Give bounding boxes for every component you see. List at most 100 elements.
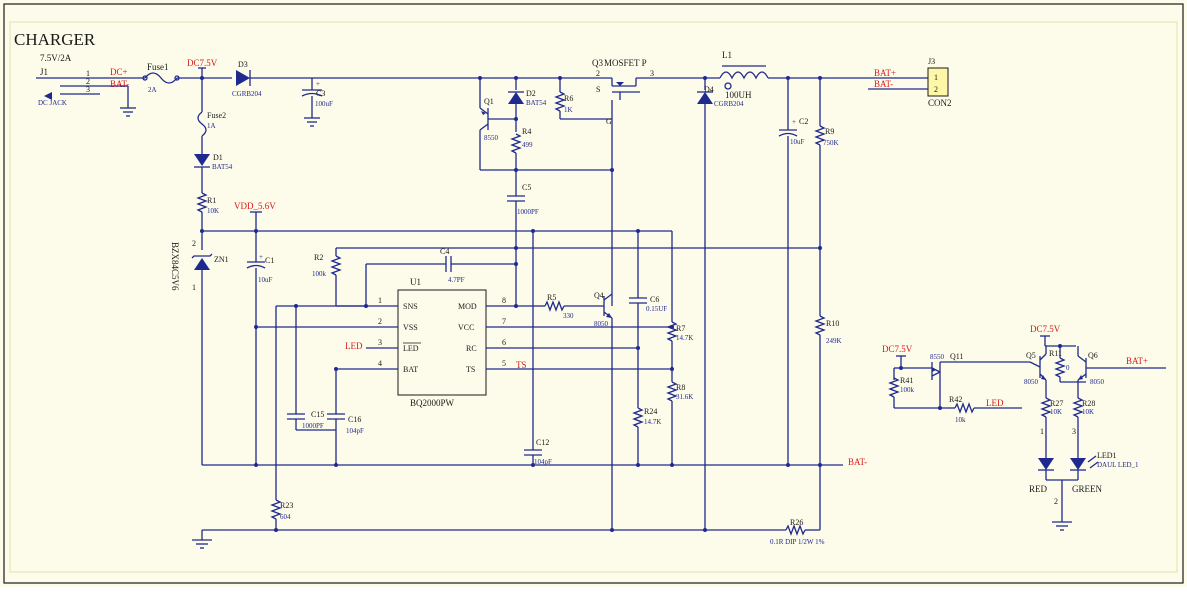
- d1-ref: D1: [213, 153, 223, 162]
- resistor-r6: R6 1K: [554, 91, 573, 114]
- inductor-l1: L1 100UH: [719, 50, 769, 100]
- u1-pin2: 2: [378, 317, 382, 326]
- c4-ref: C4: [440, 247, 449, 256]
- c16-ref: C16: [348, 415, 361, 424]
- r27-value: 10K: [1050, 408, 1062, 416]
- dual-led-led1: LED1 DAUL LED_1 RED GREEN: [1029, 451, 1139, 494]
- resistor-r8: R8 31.6K: [666, 381, 693, 402]
- capacitor-c6: C6 0.15UF: [629, 295, 667, 313]
- transistor-q6: Q6 8050: [1077, 346, 1105, 386]
- c2-value: 10uF: [790, 138, 805, 146]
- resistor-r7: R7 14.7K: [666, 321, 693, 342]
- capacitor-c15: C15 1000PF: [287, 410, 324, 430]
- fuse2-ref: Fuse2: [207, 111, 226, 120]
- r26-ref: R26: [790, 518, 803, 527]
- u1-pin-vss: VSS: [403, 323, 418, 332]
- net-dc75-main: DC7.5V: [187, 58, 218, 68]
- u1-pin6: 6: [502, 338, 506, 347]
- c15-value: 1000PF: [302, 422, 324, 430]
- r6-value: 1K: [564, 106, 573, 114]
- r1-ref: R1: [207, 196, 216, 205]
- led-indicator-circuit: DC7.5V R41 100k 8550 Q11 R42 1: [882, 324, 1166, 531]
- r5-ref: R5: [547, 293, 556, 302]
- transistor-q5: Q5 8050: [1024, 346, 1047, 386]
- fuse2-value: 1A: [207, 122, 216, 130]
- zn1-pin1: 1: [192, 283, 196, 292]
- c3-polarity: +: [316, 80, 320, 88]
- connector-j3: J3 1 2 CON2 BAT+ BAT-: [874, 57, 952, 108]
- r9-ref: R9: [825, 127, 834, 136]
- c5-ref: C5: [522, 183, 531, 192]
- u1-pin-bat: BAT: [403, 365, 418, 374]
- net-led-u1: LED: [345, 341, 363, 351]
- r10-value: 249K: [826, 337, 842, 345]
- r8-value: 31.6K: [676, 393, 693, 401]
- r24-value: 14.7K: [644, 418, 661, 426]
- resistor-r9: R9 750K: [814, 125, 839, 147]
- c2-polarity: +: [792, 118, 796, 126]
- ic-u1: U1 BQ2000PW 1 2 3 4 SNS VSS LED BAT 8 7 …: [256, 277, 672, 408]
- q5-ref: Q5: [1026, 351, 1036, 360]
- net-batplus-out: BAT+: [874, 68, 896, 78]
- resistor-r5: R5 330: [544, 293, 574, 320]
- r5-value: 330: [563, 312, 574, 320]
- resistor-r24: R24 14.7K: [632, 407, 661, 428]
- d3-ref: D3: [238, 60, 248, 69]
- resistor-r41: R41 100k: [888, 376, 915, 398]
- led1-red-label: RED: [1029, 484, 1048, 494]
- led1-green-label: GREEN: [1072, 484, 1102, 494]
- r2-ref: R2: [314, 253, 323, 262]
- q4-ref: Q4: [594, 291, 604, 300]
- net-dc75-led-b: DC7.5V: [1030, 324, 1061, 334]
- diode-d4: D4 CGRB204: [697, 85, 744, 108]
- u1-pin8: 8: [502, 296, 506, 305]
- q3-value: MOSFET P: [604, 58, 647, 68]
- u1-pin4: 4: [378, 359, 382, 368]
- fuse-2: Fuse2 1A: [197, 111, 226, 137]
- led1-pin2: 2: [1054, 497, 1058, 506]
- zn1-ref: ZN1: [214, 255, 229, 264]
- q3-pin2: 2: [596, 69, 600, 78]
- r2-value: 100k: [312, 270, 327, 278]
- outer-border: [3, 3, 1184, 584]
- c3-value: 100uF: [315, 100, 333, 108]
- q6-ref: Q6: [1088, 351, 1098, 360]
- fuse1-ref: Fuse1: [147, 62, 169, 72]
- c6-ref: C6: [650, 295, 659, 304]
- r4-value: 499: [522, 141, 533, 149]
- zn1-value: BZX84C5V6: [170, 242, 180, 291]
- c6-value: 0.15UF: [646, 305, 667, 313]
- q6-value: 8050: [1090, 378, 1105, 386]
- u1-pin-ts: TS: [466, 365, 475, 374]
- q3-pin-g: G: [606, 117, 612, 126]
- d4-ref: D4: [704, 85, 714, 94]
- transistor-q4: Q4 8050: [594, 291, 613, 328]
- led1-ref: LED1: [1097, 451, 1117, 460]
- r28-ref: R28: [1082, 399, 1095, 408]
- r7-ref: R7: [676, 324, 685, 333]
- transistor-q11: 8550 Q11: [930, 352, 963, 380]
- u1-pin5: 5: [502, 359, 506, 368]
- u1-pin-led: LED: [403, 344, 419, 353]
- inner-border: [9, 21, 1178, 573]
- u1-pin7: 7: [502, 317, 506, 326]
- c5-value: 1000PF: [517, 208, 539, 216]
- j1-value: DC JACK: [38, 99, 67, 107]
- capacitor-c12: C12 104pF: [524, 438, 552, 466]
- capacitor-c5: C5 1000PF: [507, 183, 539, 216]
- c4-value: 4.7PF: [448, 276, 465, 284]
- transistor-q1: Q1 8550: [479, 97, 516, 142]
- q5-value: 8050: [1024, 378, 1039, 386]
- c15-ref: C15: [311, 410, 324, 419]
- l1-ref: L1: [722, 50, 732, 60]
- net-ts: TS: [516, 360, 527, 370]
- j1-pin3: 3: [86, 85, 90, 94]
- j3-value: CON2: [928, 98, 952, 108]
- j1-rating: 7.5V/2A: [40, 53, 72, 63]
- c1-ref: C1: [265, 256, 274, 265]
- r11-value: 0: [1066, 364, 1070, 372]
- resistor-r11: R11 0: [1049, 349, 1070, 378]
- c3-ref: C3: [316, 89, 325, 98]
